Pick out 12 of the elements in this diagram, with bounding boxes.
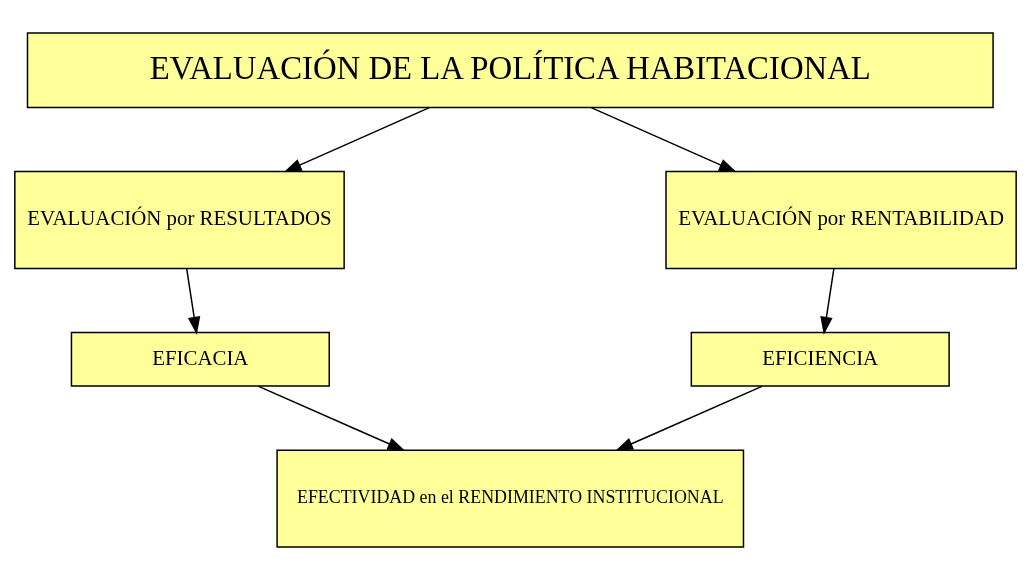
arrow — [590, 106, 737, 172]
node-box: EVALUACIÓN por RESULTADOS — [14, 170, 345, 269]
node-box: EFICACIA — [70, 331, 330, 387]
arrow — [186, 267, 201, 335]
arrow — [283, 106, 431, 172]
arrow — [257, 385, 406, 451]
node-box: EFICIENCIA — [690, 331, 950, 387]
arrow — [820, 267, 835, 335]
arrow — [615, 385, 763, 451]
node-box: EVALUACIÓN DE LA POLÍTICA HABITACIONAL — [26, 31, 994, 108]
node-box: EFECTIVIDAD en el RENDIMIENTO INSTITUCIONAL — [276, 448, 745, 548]
node-box: EVALUACIÓN por RENTABILIDAD — [665, 170, 1017, 269]
